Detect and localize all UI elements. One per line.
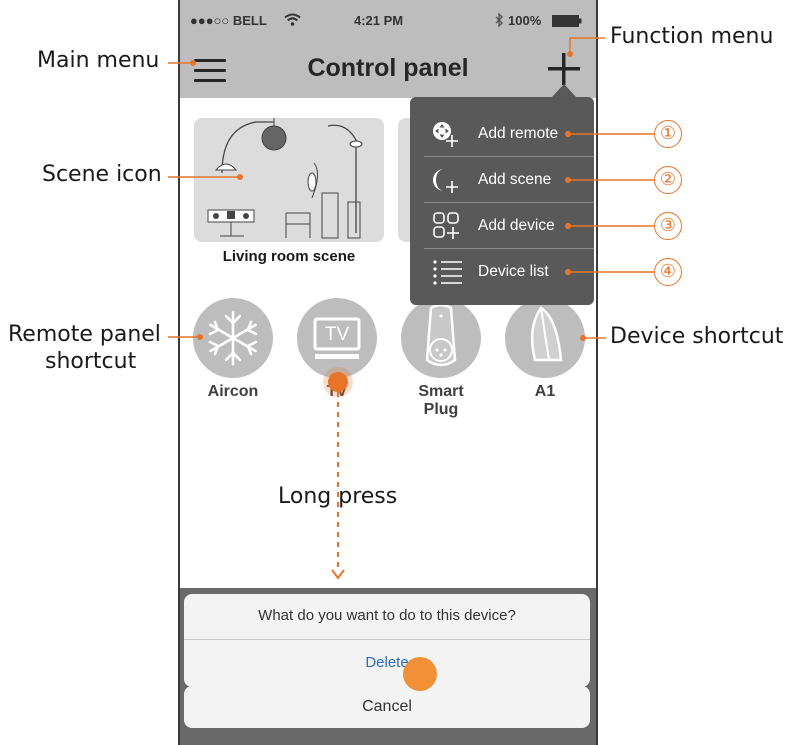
leader-dot	[237, 174, 243, 180]
wifi-icon	[284, 13, 301, 26]
action-sheet-options: What do you want to do to this device? D…	[184, 594, 590, 687]
delete-button[interactable]: Delete	[365, 654, 409, 671]
menu-item-device-list[interactable]: Device list	[410, 249, 594, 295]
action-sheet-question: What do you want to do to this device?	[258, 607, 516, 624]
menu-item-add-device[interactable]: Add device	[410, 203, 594, 249]
device-shortcut-aircon[interactable]: Aircon	[192, 298, 274, 401]
add-remote-icon	[433, 122, 458, 147]
device-shortcut-a1[interactable]: A1	[504, 298, 586, 401]
annotation-device-shortcut: Device shortcut	[610, 324, 784, 349]
page-title: Control panel	[307, 54, 469, 82]
snowflake-icon	[208, 310, 258, 366]
menu-divider	[424, 156, 594, 157]
smart-plug-circle	[401, 298, 481, 378]
function-menu: Add remote Add scene Add device	[410, 97, 594, 305]
menu-item-label: Device list	[478, 263, 549, 280]
device-shortcut-smart-plug[interactable]: Smart Plug	[400, 298, 482, 419]
leader-dot	[565, 131, 571, 137]
annotation-function-menu: Function menu	[610, 24, 774, 49]
menu-divider	[424, 248, 594, 249]
menu-divider	[424, 202, 594, 203]
leader-dot	[197, 334, 203, 340]
menu-item-add-scene[interactable]: Add scene	[410, 157, 594, 203]
phone-screen: ●●●○○ BELL 4:21 PM 100% Control panel	[178, 0, 598, 745]
add-device-icon	[433, 212, 459, 239]
aircon-circle	[193, 298, 273, 378]
menu-item-label: Add scene	[478, 171, 552, 188]
touch-indicator-tv	[328, 372, 348, 392]
device-label: A1	[534, 383, 556, 400]
leader-line-function-menu	[569, 37, 605, 54]
hamburger-icon[interactable]	[194, 59, 226, 83]
tv-icon-text: TV	[324, 324, 350, 345]
smart-plug-icon	[425, 303, 457, 367]
menu-item-label: Add remote	[478, 125, 559, 142]
battery-icon	[552, 15, 582, 27]
device-list-icon	[433, 260, 462, 285]
callout-number-1: ①	[654, 120, 682, 148]
menu-item-label: Add device	[478, 217, 555, 234]
leader-dot	[190, 60, 196, 66]
touch-indicator-delete	[403, 657, 437, 691]
cancel-button[interactable]: Cancel	[184, 686, 590, 728]
status-bar: ●●●○○ BELL 4:21 PM 100%	[180, 0, 596, 46]
annotation-main-menu: Main menu	[37, 48, 160, 73]
tv-icon	[313, 317, 361, 359]
plus-icon[interactable]	[547, 52, 581, 86]
callout-number-4: ④	[654, 258, 682, 286]
scene-label: Living room scene	[222, 248, 356, 265]
annotation-remote-panel-line1: Remote panel	[8, 322, 161, 347]
action-sheet: What do you want to do to this device? D…	[180, 588, 596, 745]
battery-text: 100%	[508, 13, 542, 28]
living-room-illustration-icon	[207, 118, 363, 239]
device-label: Aircon	[207, 383, 259, 400]
action-sheet-divider	[184, 639, 590, 640]
menu-item-add-remote[interactable]: Add remote	[410, 111, 594, 157]
scene-card-living-room[interactable]	[194, 118, 384, 242]
add-scene-icon	[433, 169, 458, 193]
tv-circle: TV	[297, 298, 377, 378]
bluetooth-icon	[495, 13, 503, 27]
leader-dot	[567, 51, 573, 57]
nav-bar: Control panel	[180, 46, 596, 98]
annotation-remote-panel-line2: shortcut	[45, 349, 137, 374]
device-label: Smart Plug	[418, 383, 464, 418]
a1-circle	[505, 298, 585, 378]
leader-dot	[565, 269, 571, 275]
callout-number-3: ③	[654, 212, 682, 240]
annotation-scene-icon: Scene icon	[42, 162, 162, 187]
clock-text: 4:21 PM	[354, 13, 404, 28]
a1-sensor-icon	[530, 306, 563, 362]
leader-dot	[565, 223, 571, 229]
callout-number-2: ②	[654, 166, 682, 194]
leader-dot	[565, 177, 571, 183]
long-press-arrowhead	[331, 569, 345, 580]
function-menu-arrow	[552, 84, 576, 97]
annotation-long-press: Long press	[278, 484, 398, 509]
carrier-text: ●●●○○ BELL	[190, 13, 267, 28]
leader-dot	[580, 335, 586, 341]
